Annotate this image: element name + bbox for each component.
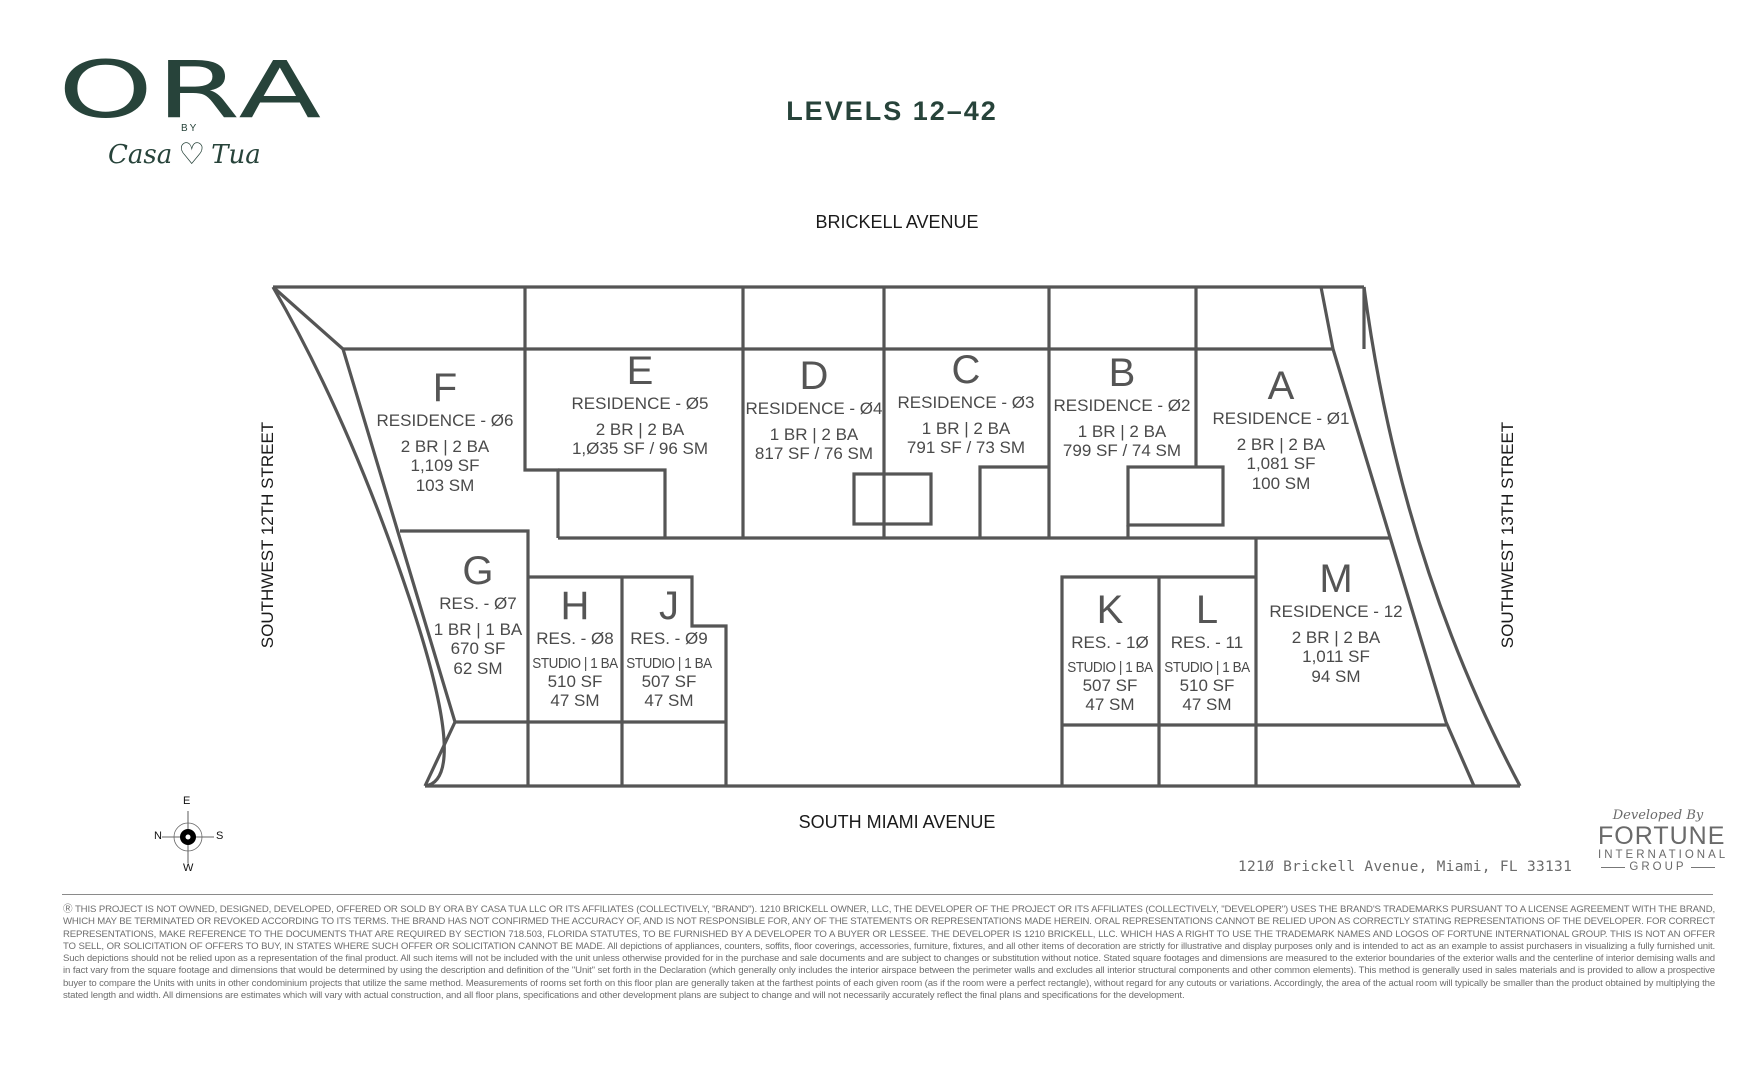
unit-letter: A [1267, 364, 1295, 408]
compass-north: N [154, 830, 162, 842]
legal-disclaimer: Ⓡ THIS PROJECT IS NOT OWNED, DESIGNED, D… [63, 904, 1715, 1002]
unit-k[interactable]: K RES. - 1Ø STUDIO | 1 BA 507 SF 47 SM [1063, 589, 1158, 715]
street-label-bottom: SOUTH MIAMI AVENUE [798, 812, 996, 832]
unit-sm: 47 SM [1085, 695, 1135, 715]
unit-letter: C [951, 348, 981, 392]
unit-residence: RES. - Ø8 [536, 629, 614, 648]
unit-sf: 670 SF [450, 639, 506, 659]
unit-beds-baths: STUDIO | 1 BA [1067, 658, 1153, 676]
unit-beds-baths: 2 BR | 2 BA [1236, 434, 1326, 454]
unit-area: 799 SF / 74 SM [1062, 441, 1182, 461]
developer-line3: GROUP [1629, 861, 1687, 874]
unit-h[interactable]: H RES. - Ø8 STUDIO | 1 BA 510 SF 47 SM [528, 585, 623, 711]
unit-sf: 510 SF [1179, 675, 1235, 695]
developer-line2: INTERNATIONAL [1598, 849, 1729, 862]
unit-residence: RESIDENCE - Ø5 [571, 394, 709, 413]
unit-e[interactable]: E RESIDENCE - Ø5 2 BR | 2 BA 1,Ø35 SF / … [572, 350, 709, 459]
unit-b[interactable]: B RESIDENCE - Ø2 1 BR | 2 BA 799 SF / 74… [1054, 352, 1191, 461]
unit-m[interactable]: M RESIDENCE - 12 2 BR | 2 BA 1,011 SF 94… [1269, 558, 1402, 686]
tua-text: Tua [211, 140, 261, 170]
unit-g[interactable]: G RES. - Ø7 1 BR | 1 BA 670 SF 62 SM [434, 550, 523, 678]
unit-residence: RESIDENCE - Ø4 [745, 399, 883, 418]
unit-residence: RES. - Ø9 [630, 629, 708, 648]
unit-sm: 47 SM [550, 691, 600, 711]
unit-letter: M [1319, 557, 1353, 601]
unit-letter: K [1096, 588, 1124, 632]
unit-area: 1,Ø35 SF / 96 SM [571, 439, 709, 459]
compass-west: W [183, 862, 194, 874]
compass-south: S [216, 830, 224, 842]
unit-sf: 510 SF [547, 671, 603, 691]
heart-icon: ♡ [178, 137, 206, 172]
divider-rule [1690, 866, 1715, 868]
divider-rule [1601, 866, 1626, 868]
logo-by-label: BY [181, 123, 199, 134]
footer-divider [62, 894, 1713, 895]
page-title: LEVELS 12–42 [786, 96, 998, 126]
unit-d[interactable]: D RESIDENCE - Ø4 1 BR | 2 BA 817 SF / 76… [746, 355, 883, 464]
unit-sf: 1,081 SF [1246, 454, 1316, 474]
unit-residence: RESIDENCE - Ø2 [1053, 396, 1191, 415]
property-address: 121Ø Brickell Avenue, Miami, FL 33131 [1238, 859, 1573, 875]
compass-east: E [183, 795, 191, 807]
unit-sm: 47 SM [644, 691, 694, 711]
ora-logo-wordmark: ORA [58, 46, 325, 136]
developer-name: FORTUNE [1598, 822, 1726, 850]
unit-beds-baths: 2 BR | 2 BA [595, 419, 685, 439]
unit-letter: D [799, 354, 829, 398]
unit-beds-baths: 1 BR | 2 BA [769, 424, 859, 444]
unit-beds-baths: 1 BR | 2 BA [1077, 421, 1167, 441]
developer-line3-row: GROUP [1598, 861, 1718, 873]
unit-sm: 103 SM [415, 475, 475, 495]
unit-letter: H [560, 584, 590, 628]
unit-beds-baths: 1 BR | 2 BA [921, 418, 1011, 438]
casa-tua-logo: Casa ♡ Tua [108, 137, 261, 172]
unit-residence: RESIDENCE - Ø3 [897, 393, 1035, 412]
fortune-international-logo: Developed By FORTUNE INTERNATIONAL GROUP [1598, 808, 1729, 873]
unit-letter: J [658, 584, 679, 628]
unit-beds-baths: 1 BR | 1 BA [433, 619, 523, 639]
unit-residence: RESIDENCE - Ø6 [376, 411, 514, 430]
unit-letter: G [462, 549, 494, 593]
unit-beds-baths: 2 BR | 2 BA [1291, 627, 1381, 647]
compass-icon [162, 811, 214, 863]
unit-sf: 507 SF [1082, 675, 1138, 695]
unit-letter: L [1195, 588, 1219, 632]
unit-sm: 47 SM [1182, 695, 1232, 715]
unit-f[interactable]: F RESIDENCE - Ø6 2 BR | 2 BA 1,109 SF 10… [377, 367, 514, 495]
unit-area: 791 SF / 73 SM [906, 438, 1026, 458]
unit-area: 817 SF / 76 SM [754, 444, 874, 464]
unit-sf: 1,109 SF [410, 456, 480, 476]
unit-sm: 62 SM [453, 658, 503, 678]
unit-letter: B [1108, 351, 1136, 395]
unit-sf: 1,011 SF [1302, 647, 1370, 667]
casa-text: Casa [108, 140, 173, 170]
developed-by-label: Developed By [1612, 808, 1704, 823]
unit-c[interactable]: C RESIDENCE - Ø3 1 BR | 2 BA 791 SF / 73… [898, 349, 1035, 458]
unit-sf: 507 SF [641, 671, 697, 691]
unit-residence: RES. - 1Ø [1071, 633, 1149, 652]
unit-sm: 100 SM [1251, 473, 1311, 493]
unit-a[interactable]: A RESIDENCE - Ø1 2 BR | 2 BA 1,081 SF 10… [1213, 365, 1350, 493]
unit-beds-baths: STUDIO | 1 BA [532, 654, 618, 672]
unit-letter: F [432, 366, 458, 410]
unit-beds-baths: STUDIO | 1 BA [626, 654, 712, 672]
unit-l[interactable]: L RES. - 11 STUDIO | 1 BA 510 SF 47 SM [1160, 589, 1255, 715]
compass-rose: E W N S [148, 795, 228, 877]
unit-residence: RESIDENCE - Ø1 [1212, 409, 1350, 428]
unit-sm: 94 SM [1311, 666, 1361, 686]
unit-beds-baths: STUDIO | 1 BA [1164, 658, 1250, 676]
unit-residence: RES. - 11 [1170, 633, 1244, 652]
unit-letter: E [626, 349, 654, 393]
street-label-top: BRICKELL AVENUE [815, 212, 979, 232]
unit-beds-baths: 2 BR | 2 BA [400, 436, 490, 456]
unit-residence: RESIDENCE - 12 [1269, 602, 1403, 621]
unit-j[interactable]: J RES. - Ø9 STUDIO | 1 BA 507 SF 47 SM [622, 585, 717, 711]
unit-residence: RES. - Ø7 [439, 594, 517, 613]
